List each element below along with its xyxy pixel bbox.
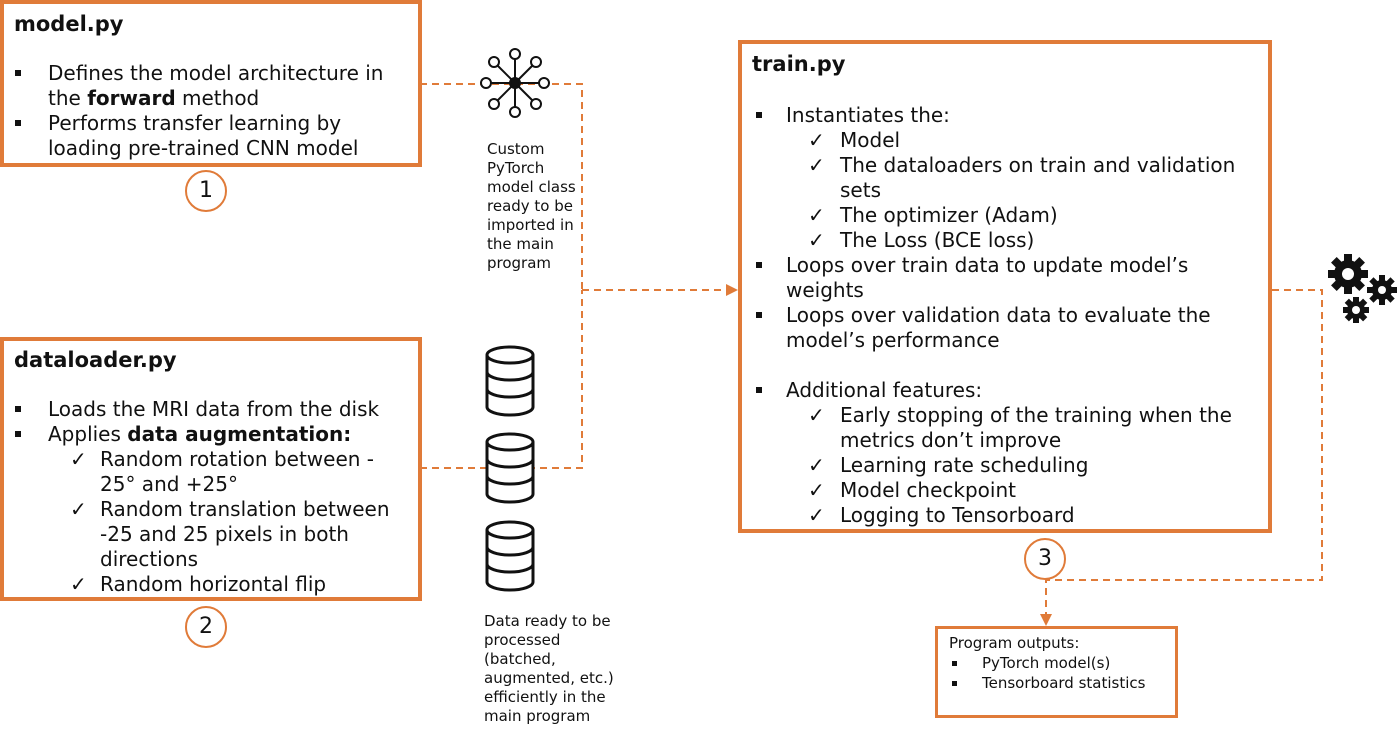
step-1-badge: 1: [185, 170, 227, 212]
check-icon: ✓: [808, 203, 825, 227]
train-line-14: Model checkpoint: [840, 478, 1016, 502]
bullet-marker: [15, 70, 21, 76]
train-line-3: sets: [840, 178, 881, 202]
check-icon: ✓: [808, 503, 825, 527]
train-title: train.py: [752, 52, 846, 76]
bullet-marker: [15, 120, 21, 126]
bullet-marker: [952, 681, 957, 686]
dataloader-check1-a: Random rotation between -: [100, 447, 375, 471]
check-icon: ✓: [808, 478, 825, 502]
train-line-7: weights: [786, 278, 864, 302]
dataloader-check1-b: 25° and +25°: [100, 472, 238, 496]
check-icon: ✓: [808, 228, 825, 252]
bullet-marker: [756, 312, 762, 318]
bullet-marker: [15, 406, 21, 412]
train-line-10: Additional features:: [786, 378, 983, 402]
train-line-4: The optimizer (Adam): [840, 203, 1058, 227]
check-icon: ✓: [808, 453, 825, 477]
dataloader-bullet1: Loads the MRI data from the disk: [48, 397, 380, 421]
arrowhead-train: [726, 284, 738, 296]
arrowhead-output: [1040, 614, 1052, 626]
step-3-badge: 3: [1024, 538, 1066, 580]
check-icon: ✓: [70, 572, 87, 596]
model-bullet2-b: loading pre-trained CNN model: [48, 136, 359, 160]
train-line-1: Model: [840, 128, 901, 152]
connector-model: [420, 83, 583, 290]
check-icon: ✓: [70, 447, 87, 471]
step-2-badge: 2: [185, 606, 227, 648]
connector-train-output: [1045, 289, 1323, 616]
train-line-11: Early stopping of the training when the: [840, 403, 1232, 427]
model-title: model.py: [14, 12, 124, 36]
check-icon: ✓: [808, 153, 825, 177]
check-icon: ✓: [70, 497, 87, 521]
dataloader-check2-b: -25 and 25 pixels in both: [100, 522, 349, 546]
dataloader-check3: Random horizontal flip: [100, 572, 327, 596]
database-icon: [485, 432, 535, 504]
bullet-marker: [756, 387, 762, 393]
connector-dataloader: [420, 290, 583, 469]
outputs-box: Program outputs: PyTorch model(s) Tensor…: [935, 626, 1178, 718]
train-line-0: Instantiates the:: [786, 103, 950, 127]
train-line-9: model’s performance: [786, 328, 1000, 352]
model-bullet2-a: Performs transfer learning by: [48, 111, 342, 135]
bullet-marker: [952, 661, 957, 666]
gears-icon: [1328, 254, 1397, 323]
bullet-marker: [15, 431, 21, 437]
database-icon: [485, 520, 535, 592]
dataloader-bullet2: Applies data augmentation:: [48, 422, 352, 446]
train-line-12: metrics don’t improve: [840, 428, 1062, 452]
outputs-item-0: PyTorch model(s): [982, 654, 1111, 672]
train-line-5: The Loss (BCE loss): [840, 228, 1035, 252]
dataloader-check2-a: Random translation between: [100, 497, 390, 521]
dataloader-check2-c: directions: [100, 547, 199, 571]
bullet-marker: [756, 112, 762, 118]
train-box: train.py Instantiates the: ✓ Model ✓ The…: [738, 40, 1272, 533]
dataloader-title: dataloader.py: [14, 348, 177, 372]
train-line-6: Loops over train data to update model’s: [786, 253, 1189, 277]
database-icon: [485, 345, 535, 417]
dataloader-box: dataloader.py Loads the MRI data from th…: [0, 337, 422, 601]
train-line-13: Learning rate scheduling: [840, 453, 1089, 477]
outputs-title: Program outputs:: [949, 634, 1080, 652]
bullet-marker: [756, 262, 762, 268]
model-bullet1-a: Defines the model architecture in: [48, 61, 384, 85]
train-line-15: Logging to Tensorboard: [840, 503, 1075, 527]
outputs-item-1: Tensorboard statistics: [982, 674, 1146, 692]
network-icon: [480, 48, 550, 118]
check-icon: ✓: [808, 128, 825, 152]
model-bullet1-b: the forward method: [48, 86, 260, 110]
model-box: model.py Defines the model architecture …: [0, 0, 422, 167]
check-icon: ✓: [808, 403, 825, 427]
train-line-8: Loops over validation data to evaluate t…: [786, 303, 1211, 327]
train-line-2: The dataloaders on train and validation: [840, 153, 1236, 177]
